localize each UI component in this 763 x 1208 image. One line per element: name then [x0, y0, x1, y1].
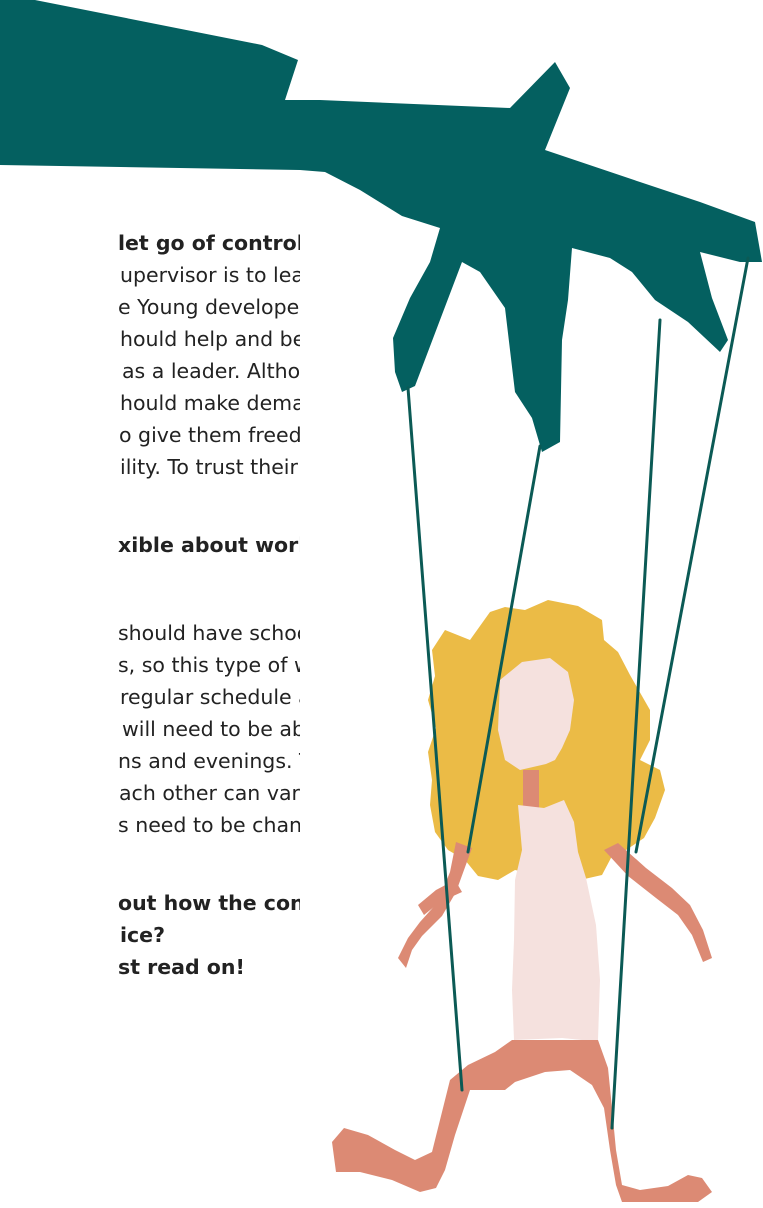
section2-line: regular schedule as a — [120, 685, 300, 709]
section1-line: hould help and be there — [120, 327, 300, 351]
section2-heading: xible about working — [118, 533, 300, 557]
section1-heading: let go of control? — [118, 231, 300, 255]
marionette-legs — [332, 1040, 712, 1202]
section1-line: e Young developers — [118, 295, 300, 319]
article-text: let go of control? upervisor is to lead … — [0, 0, 300, 1208]
section2-line: should have school as — [118, 621, 300, 645]
marionette-face — [498, 658, 574, 770]
marionette-neck — [523, 770, 539, 808]
section2-line: ach other can vary, and — [119, 781, 300, 805]
closing-line: st read on! — [118, 955, 245, 979]
section1-line: o give them freedom — [119, 423, 300, 447]
section1-line: ility. To trust their own — [120, 455, 300, 479]
puppeteer-hand-icon — [0, 0, 762, 452]
section2-line: s need to be changed at — [118, 813, 300, 837]
closing-line: out how the concept — [118, 891, 300, 915]
closing-line: ice? — [120, 923, 165, 947]
section1-line: as a leader. Although — [122, 359, 300, 383]
section1-line: upervisor is to lead — [120, 263, 300, 287]
section2-line: will need to be able to — [122, 717, 300, 741]
marionette-strings — [406, 256, 750, 1130]
section2-line: ns and evenings. The — [118, 749, 300, 773]
section1-line: hould make demands, — [120, 391, 300, 415]
marionette-dress — [512, 800, 600, 1040]
section2-line: s, so this type of work — [118, 653, 300, 677]
marionette-arms — [398, 842, 712, 968]
